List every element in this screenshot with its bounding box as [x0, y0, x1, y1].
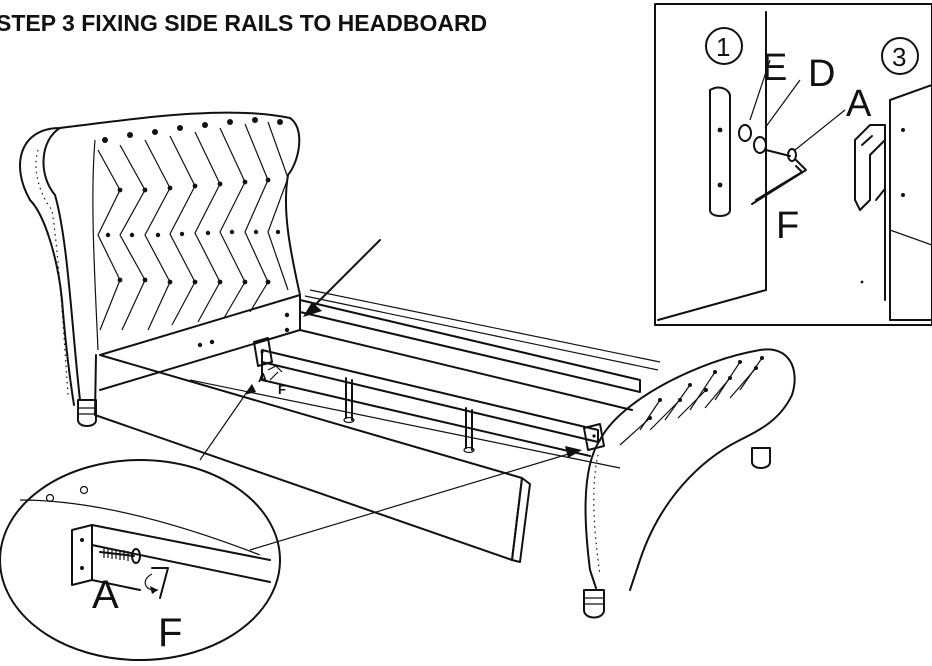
zoom-label-f: F — [158, 611, 182, 655]
inset-label-d: D — [808, 53, 835, 95]
zoom-label-a: A — [92, 573, 119, 617]
inset-step-3: 3 — [892, 42, 906, 72]
arrow-headboard-rail — [303, 239, 381, 317]
inset-label-a: A — [846, 83, 872, 125]
inset-label-e: E — [762, 47, 787, 89]
rail-callout-f: F — [278, 382, 286, 397]
zoom-detail: A F — [0, 394, 281, 661]
headboard — [19, 111, 301, 427]
headboard-tufting — [97, 117, 289, 331]
rail-callout: A F — [244, 365, 286, 397]
page-title: STEP 3 FIXING SIDE RAILS TO HEADBOARD — [0, 10, 488, 36]
inset-step-1: 1 — [716, 32, 730, 62]
arrow-footboard-rail — [249, 446, 582, 551]
footboard — [583, 348, 796, 619]
bed-frame — [94, 289, 661, 563]
inset-panel: 1 E D A F 3 — [654, 3, 932, 326]
inset-label-f: F — [776, 205, 799, 247]
rail-callout-a: A — [258, 370, 268, 385]
